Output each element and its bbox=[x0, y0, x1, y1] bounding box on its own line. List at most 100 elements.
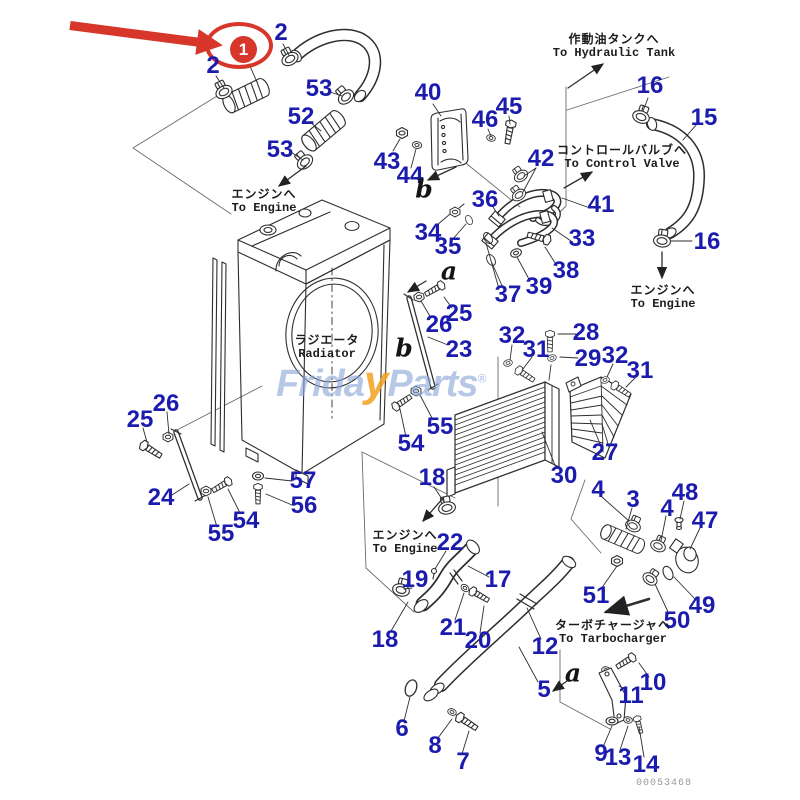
part-callout-52: 52 bbox=[287, 103, 315, 130]
part-callout-10: 10 bbox=[639, 669, 667, 696]
stay-rod-23-group bbox=[389, 279, 448, 413]
flow-label-en: To Tarbocharger bbox=[558, 631, 668, 646]
leader-lines bbox=[142, 43, 701, 758]
part-callout-55: 55 bbox=[426, 413, 454, 440]
part-callout-7: 7 bbox=[456, 748, 470, 775]
upper-hose-group bbox=[210, 28, 382, 173]
part-callout-46: 46 bbox=[471, 106, 499, 133]
part-callout-35: 35 bbox=[434, 233, 462, 260]
part-callout-22: 22 bbox=[436, 529, 464, 556]
part-callout-32: 32 bbox=[601, 342, 629, 369]
part-callout-25: 25 bbox=[126, 406, 154, 433]
highlighted-part-number: 1 bbox=[230, 36, 257, 63]
part-callout-9: 9 bbox=[594, 740, 608, 767]
part-callout-56: 56 bbox=[290, 492, 318, 519]
flow-label-en: To Engine bbox=[630, 296, 696, 311]
part-callout-13: 13 bbox=[604, 744, 632, 771]
part-callout-4: 4 bbox=[591, 476, 605, 503]
bracket-11-group bbox=[598, 651, 646, 735]
part-callout-49: 49 bbox=[688, 592, 716, 619]
part-callout-54: 54 bbox=[397, 430, 425, 457]
document-number: 00053468 bbox=[636, 778, 693, 789]
part-callout-32: 32 bbox=[498, 322, 526, 349]
part-callout-33: 33 bbox=[568, 225, 596, 252]
part-callout-37: 37 bbox=[494, 281, 522, 308]
flow-label-jp: エンジンへ bbox=[630, 283, 696, 297]
turbo-hose-group bbox=[598, 512, 699, 589]
part-callout-5: 5 bbox=[537, 676, 551, 703]
part-callout-53: 53 bbox=[266, 136, 294, 163]
view-letter-b: b bbox=[415, 174, 433, 204]
part-callout-14: 14 bbox=[632, 751, 660, 778]
part-callout-39: 39 bbox=[525, 273, 553, 300]
red-highlight-arrow bbox=[69, 21, 223, 55]
part-callout-20: 20 bbox=[464, 627, 492, 654]
oil-cooler-30 bbox=[446, 381, 560, 498]
flow-label-jp: 作動油タンクへ bbox=[568, 32, 660, 46]
part-callout-44: 44 bbox=[396, 162, 424, 189]
part-callout-43: 43 bbox=[373, 148, 401, 175]
part-callout-25: 25 bbox=[445, 300, 473, 327]
part-callout-16: 16 bbox=[693, 228, 721, 255]
bracket-40-group bbox=[395, 108, 517, 171]
part-callout-54: 54 bbox=[232, 507, 260, 534]
part-callout-6: 6 bbox=[395, 715, 409, 742]
part-callout-51: 51 bbox=[582, 582, 610, 609]
flow-label-jp: ラジエータ bbox=[294, 333, 360, 347]
part-callout-26: 26 bbox=[152, 390, 180, 417]
part-callout-34: 34 bbox=[414, 219, 442, 246]
highlight-ellipse: 1 bbox=[205, 22, 273, 69]
part-callout-41: 41 bbox=[587, 191, 615, 218]
part-callout-2: 2 bbox=[274, 19, 288, 46]
part-callout-18: 18 bbox=[418, 464, 446, 491]
cooler-plate-27 bbox=[502, 329, 633, 459]
part-callout-57: 57 bbox=[289, 467, 317, 494]
view-letter-b: b bbox=[395, 333, 413, 363]
part-callout-31: 31 bbox=[626, 357, 654, 384]
tube-33-41-group bbox=[449, 163, 562, 268]
part-callout-36: 36 bbox=[471, 186, 499, 213]
part-callout-45: 45 bbox=[495, 93, 523, 120]
part-callout-23: 23 bbox=[445, 336, 473, 363]
part-callout-21: 21 bbox=[439, 614, 467, 641]
part-callout-2: 2 bbox=[206, 52, 220, 79]
part-callout-28: 28 bbox=[572, 319, 600, 346]
hose-17-group bbox=[390, 494, 492, 613]
part-callout-29: 29 bbox=[574, 345, 602, 372]
flow-label-en: To Hydraulic Tank bbox=[552, 45, 676, 60]
part-callout-8: 8 bbox=[428, 732, 442, 759]
flow-label-jp: エンジンへ bbox=[231, 187, 297, 201]
flow-label-en: To Control Valve bbox=[564, 156, 680, 171]
radiator-drawing bbox=[210, 199, 391, 485]
part-callout-19: 19 bbox=[401, 566, 429, 593]
flow-label-jp: エンジンへ bbox=[372, 528, 438, 542]
flow-label-en: To Engine bbox=[372, 541, 438, 556]
flow-label-jp: コントロールバルブへ bbox=[556, 143, 688, 157]
part-callout-24: 24 bbox=[147, 484, 175, 511]
part-callout-55: 55 bbox=[207, 520, 235, 547]
part-callout-18: 18 bbox=[371, 626, 399, 653]
part-callout-27: 27 bbox=[591, 439, 619, 466]
part-callout-42: 42 bbox=[527, 145, 555, 172]
part-callout-15: 15 bbox=[690, 104, 718, 131]
flow-label-en: Radiator bbox=[298, 346, 356, 361]
part-callout-3: 3 bbox=[626, 486, 640, 513]
pipe-12-5 bbox=[402, 555, 577, 734]
view-letter-a: a bbox=[564, 658, 582, 688]
stay-rod-24-group bbox=[137, 428, 265, 505]
part-callout-17: 17 bbox=[484, 566, 512, 593]
part-callout-47: 47 bbox=[691, 507, 719, 534]
part-callout-11: 11 bbox=[618, 682, 644, 709]
part-callout-50: 50 bbox=[663, 607, 691, 634]
flow-label-jp: ターボチャージャへ bbox=[554, 618, 672, 632]
part-callout-48: 48 bbox=[671, 479, 699, 506]
part-callout-4: 4 bbox=[660, 495, 674, 522]
part-callout-40: 40 bbox=[414, 79, 442, 106]
flow-label-en: To Engine bbox=[231, 200, 297, 215]
